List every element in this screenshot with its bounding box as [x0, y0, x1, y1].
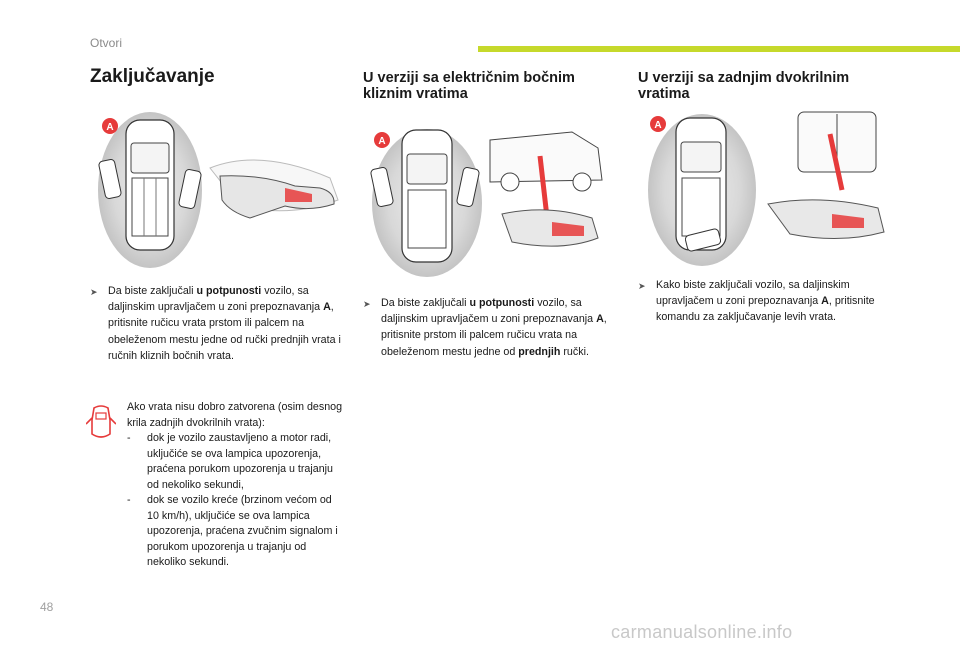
warning-item: -dok se vozilo kreće (brzinom većom od 1… [127, 494, 338, 568]
svg-text:A: A [378, 136, 385, 147]
rear-door-lock-illustration: A [648, 111, 885, 266]
col1-instruction: ➤ Da biste zaključali u potpunosti vozil… [90, 285, 341, 362]
section-name: Otvori [90, 36, 123, 50]
bullet-arrow-icon: ➤ [90, 287, 98, 297]
door-open-warning-icon [86, 405, 116, 438]
bullet-arrow-icon: ➤ [363, 299, 371, 309]
rear-door-heading: U verziji sa zadnjim dvokrilnim vratima [638, 70, 850, 102]
front-door-lock-illustration: A [98, 112, 339, 268]
sliding-door-heading: U verziji sa električnim bočnim kliznim … [363, 70, 575, 102]
section-accent-bar [478, 46, 960, 52]
warning-item: -dok je vozilo zaustavljeno a motor radi… [127, 432, 333, 491]
zone-a-marker [102, 118, 118, 134]
door-open-warning: Ako vrata nisu dobro zatvorena (osim des… [86, 400, 346, 571]
watermark: carmanualsonline.info [611, 622, 793, 642]
page-number: 48 [40, 600, 54, 614]
page-title: Zaključavanje [90, 66, 215, 87]
sliding-door-lock-illustration: A [370, 129, 603, 277]
col3-instruction: ➤ Kako biste zaključali vozilo, sa dalji… [638, 279, 875, 324]
svg-text:A: A [106, 122, 113, 133]
col2-instruction: ➤ Da biste zaključali u potpunosti vozil… [363, 297, 607, 358]
bullet-arrow-icon: ➤ [638, 281, 646, 291]
warning-intro: Ako vrata nisu dobro zatvorena (osim des… [127, 401, 343, 429]
svg-text:A: A [654, 120, 661, 131]
